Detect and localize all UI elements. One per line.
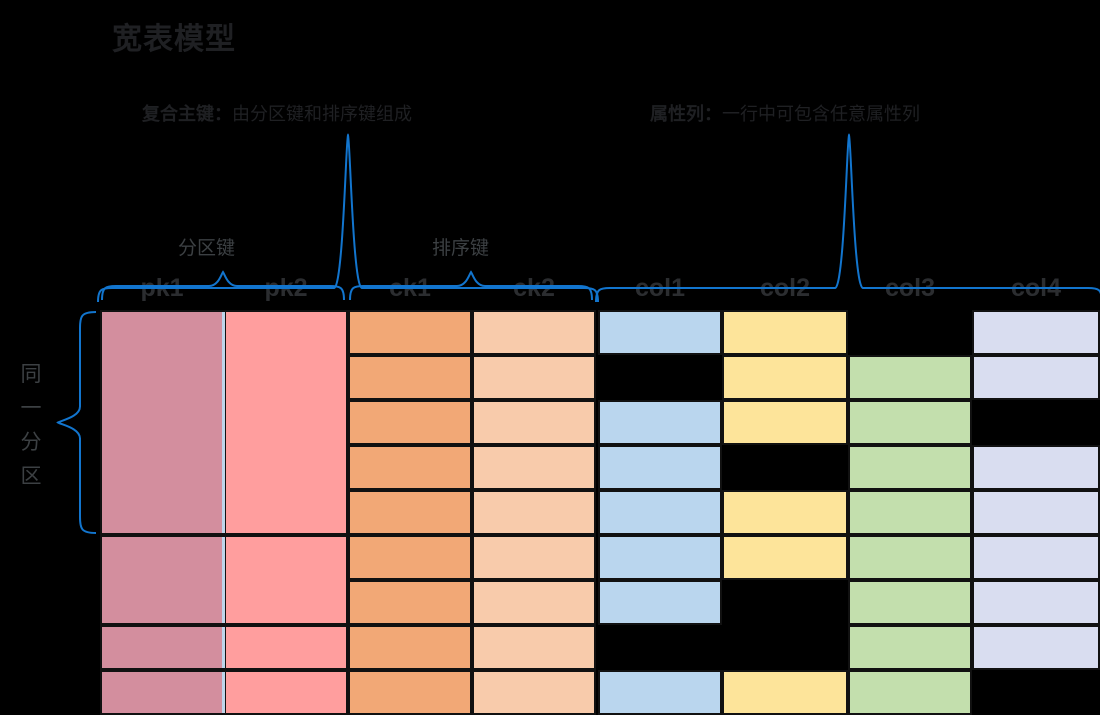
cell-col3-row-9 xyxy=(848,670,972,715)
cell-ck2-row-7 xyxy=(472,580,596,625)
cell-col1-row-8 xyxy=(598,625,722,670)
cell-col4-row-6 xyxy=(972,535,1100,580)
group-label-partition-key: 分区键 xyxy=(178,238,236,259)
callout-attribute-label: 属性列： xyxy=(650,104,722,124)
cell-col2-row-8 xyxy=(722,625,848,670)
partition-cell-pk2-group-2 xyxy=(224,535,348,625)
side-label-char-3: 区 xyxy=(20,465,42,488)
partition-cell-pk1-group-2 xyxy=(100,535,224,625)
cell-col3-row-8 xyxy=(848,625,972,670)
cell-ck2-row-9 xyxy=(472,670,596,715)
cell-col3-row-5 xyxy=(848,490,972,535)
cell-col3-row-1 xyxy=(848,310,972,355)
cell-col4-row-8 xyxy=(972,625,1100,670)
cell-col1-row-3 xyxy=(598,400,722,445)
cell-col1-row-4 xyxy=(598,445,722,490)
cell-col1-row-2 xyxy=(598,355,722,400)
cell-col3-row-2 xyxy=(848,355,972,400)
cell-ck1-row-1 xyxy=(348,310,472,355)
cell-ck1-row-4 xyxy=(348,445,472,490)
cell-ck1-row-7 xyxy=(348,580,472,625)
cell-col1-row-5 xyxy=(598,490,722,535)
cell-col2-row-3 xyxy=(722,400,848,445)
cell-ck2-row-2 xyxy=(472,355,596,400)
cell-ck1-row-9 xyxy=(348,670,472,715)
column-header-col4: col4 xyxy=(1010,274,1062,302)
callout-primary-key-desc: 由分区键和排序键组成 xyxy=(232,104,412,124)
brace-same-partition xyxy=(56,311,97,534)
partition-cell-pk2-group-1 xyxy=(224,310,348,535)
cell-ck1-row-8 xyxy=(348,625,472,670)
cell-col2-row-1 xyxy=(722,310,848,355)
cell-col1-row-6 xyxy=(598,535,722,580)
column-header-col2: col2 xyxy=(759,274,811,302)
cell-ck2-row-6 xyxy=(472,535,596,580)
cell-col1-row-9 xyxy=(598,670,722,715)
page-title: 宽表模型 xyxy=(112,23,236,56)
cell-ck2-row-8 xyxy=(472,625,596,670)
column-header-ck2: ck2 xyxy=(513,274,555,302)
pk-divider-group-1 xyxy=(222,312,225,533)
cell-col4-row-4 xyxy=(972,445,1100,490)
cell-col2-row-7 xyxy=(722,580,848,625)
cell-col1-row-7 xyxy=(598,580,722,625)
cell-col4-row-1 xyxy=(972,310,1100,355)
cell-col3-row-4 xyxy=(848,445,972,490)
callout-attribute: 属性列：一行中可包含任意属性列 xyxy=(650,100,920,126)
cell-col3-row-6 xyxy=(848,535,972,580)
cell-col2-row-5 xyxy=(722,490,848,535)
cell-col4-row-2 xyxy=(972,355,1100,400)
cell-ck1-row-6 xyxy=(348,535,472,580)
cell-col3-row-7 xyxy=(848,580,972,625)
cell-col4-row-3 xyxy=(972,400,1100,445)
cell-col2-row-4 xyxy=(722,445,848,490)
pk-divider-group-2 xyxy=(222,537,225,623)
column-header-pk1: pk1 xyxy=(140,274,184,302)
side-label-char-1: 一 xyxy=(20,397,42,420)
cell-col1-row-1 xyxy=(598,310,722,355)
cell-col4-row-9 xyxy=(972,670,1100,715)
partition-cell-pk1-group-3 xyxy=(100,625,224,670)
cell-col4-row-5 xyxy=(972,490,1100,535)
column-header-ck1: ck1 xyxy=(389,274,431,302)
cell-col2-row-2 xyxy=(722,355,848,400)
column-header-col1: col1 xyxy=(634,274,686,302)
partition-cell-pk1-group-4 xyxy=(100,670,224,715)
side-label-char-0: 同 xyxy=(20,363,42,386)
cell-ck2-row-3 xyxy=(472,400,596,445)
partition-cell-pk2-group-3 xyxy=(224,625,348,670)
side-label-char-2: 分 xyxy=(20,431,42,454)
pk-divider-group-3 xyxy=(222,627,225,668)
partition-cell-pk1-group-1 xyxy=(100,310,224,535)
group-label-sort-key: 排序键 xyxy=(432,238,490,259)
callout-primary-key: 复合主键：由分区键和排序键组成 xyxy=(142,100,412,126)
cell-ck1-row-5 xyxy=(348,490,472,535)
cell-ck2-row-4 xyxy=(472,445,596,490)
pk-divider-group-4 xyxy=(222,672,225,713)
cell-col2-row-9 xyxy=(722,670,848,715)
partition-cell-pk2-group-4 xyxy=(224,670,348,715)
callout-attribute-desc: 一行中可包含任意属性列 xyxy=(722,104,920,124)
column-header-col3: col3 xyxy=(884,274,936,302)
cell-ck1-row-3 xyxy=(348,400,472,445)
column-header-pk2: pk2 xyxy=(264,274,308,302)
cell-ck2-row-1 xyxy=(472,310,596,355)
cell-col2-row-6 xyxy=(722,535,848,580)
callout-primary-key-label: 复合主键： xyxy=(142,104,232,124)
cell-col3-row-3 xyxy=(848,400,972,445)
cell-col4-row-7 xyxy=(972,580,1100,625)
side-label-same-partition: 同一分区 xyxy=(14,358,48,494)
cell-ck1-row-2 xyxy=(348,355,472,400)
cell-ck2-row-5 xyxy=(472,490,596,535)
